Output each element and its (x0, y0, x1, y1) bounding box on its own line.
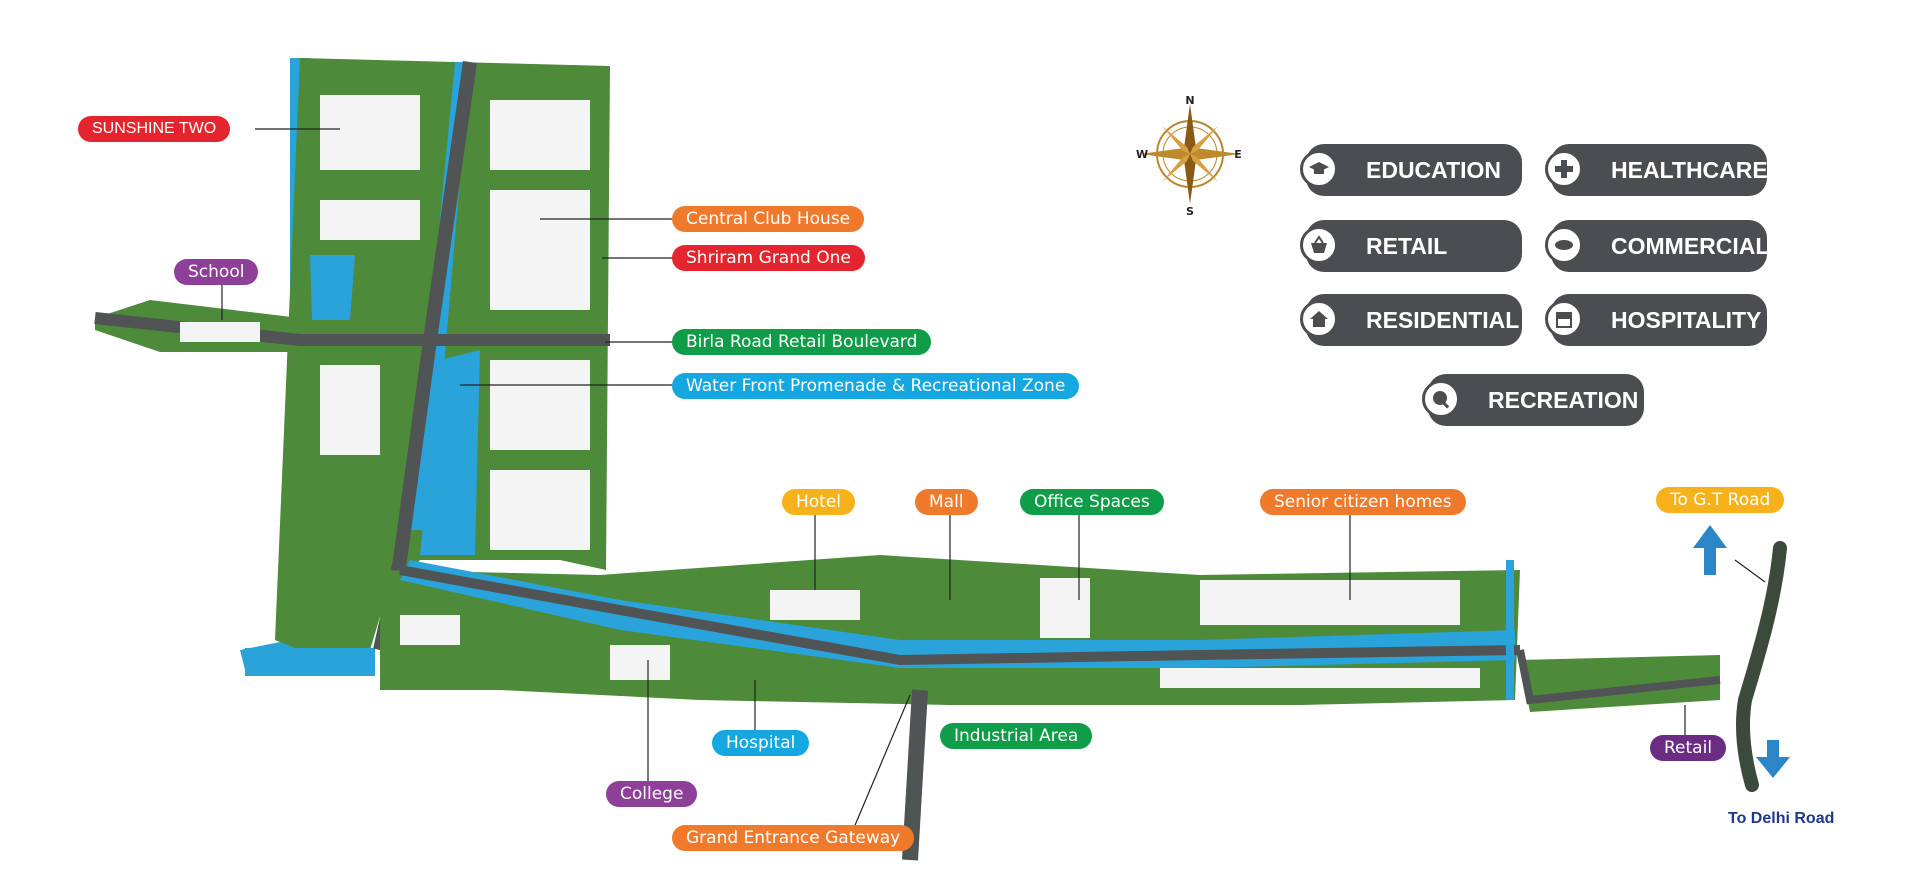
legend-commercial: COMMERCIAL (1545, 220, 1770, 272)
label-sunshine-two: SUNSHINE TWO (78, 116, 231, 142)
legend-retail-label: RETAIL (1366, 233, 1448, 259)
shopping-basket-icon (1300, 226, 1338, 264)
east-west-road (94, 312, 610, 346)
house-icon (1300, 300, 1338, 338)
legend-recreation-label: RECREATION (1488, 387, 1639, 413)
compass-w: W (1136, 148, 1148, 161)
legend-residential: RESIDENTIAL (1300, 294, 1522, 346)
label-college: College (606, 781, 698, 807)
southern-canal (400, 560, 1515, 668)
west-lake (310, 255, 355, 320)
legend-hospitality-label: HOSPITALITY (1611, 307, 1762, 333)
label-birla-road: Birla Road Retail Boulevard (672, 329, 932, 355)
arrow-up-icon (1693, 525, 1727, 575)
eastern-road (1516, 649, 1721, 705)
legend-healthcare-label: HEALTHCARE (1611, 157, 1768, 183)
legend-recreation: RECREATION (1422, 374, 1644, 426)
label-senior-citizen-homes: Senior citizen homes (1260, 489, 1466, 515)
legend-hospitality: HOSPITALITY (1545, 294, 1767, 346)
leader-lines (221, 128, 1766, 831)
label-central-club-house: Central Club House (672, 206, 865, 232)
label-to-delhi-road: To Delhi Road (1728, 810, 1835, 827)
compass-rose-icon: N S E W (1136, 94, 1242, 218)
buildings (180, 95, 1480, 688)
label-grand-entrance-gateway: Grand Entrance Gateway (672, 825, 915, 851)
label-office-spaces: Office Spaces (1020, 489, 1164, 515)
label-hospital: Hospital (712, 730, 810, 756)
label-mall: Mall (915, 489, 978, 515)
legend-commercial-label: COMMERCIAL (1611, 233, 1770, 259)
southern-road (399, 565, 1521, 666)
graduation-cap-icon (1300, 150, 1338, 188)
legend-retail: RETAIL (1300, 220, 1522, 272)
compass-n: N (1185, 94, 1194, 107)
label-school: School (174, 259, 259, 285)
south-west-water (245, 648, 375, 676)
compass-e: E (1234, 148, 1242, 161)
legend-education: EDUCATION (1300, 144, 1522, 196)
handshake-icon (1545, 226, 1583, 264)
compass-s: S (1186, 205, 1194, 218)
label-retail: Retail (1650, 735, 1727, 761)
ping-pong-icon (1422, 380, 1460, 418)
arrow-down-icon (1756, 740, 1790, 778)
legend-residential-label: RESIDENTIAL (1366, 307, 1520, 333)
legend-healthcare: HEALTHCARE (1545, 144, 1768, 196)
label-water-front: Water Front Promenade & Recreational Zon… (672, 373, 1080, 399)
label-shriram-grand-one: Shriram Grand One (672, 245, 865, 271)
label-industrial-area: Industrial Area (940, 723, 1093, 749)
medical-cross-icon (1545, 150, 1583, 188)
storefront-icon (1545, 300, 1583, 338)
central-lake (420, 350, 480, 555)
legend-education-label: EDUCATION (1366, 157, 1502, 183)
gt-road (1735, 541, 1787, 792)
label-hotel: Hotel (782, 489, 856, 515)
label-to-gt-road: To G.T Road (1656, 487, 1785, 513)
